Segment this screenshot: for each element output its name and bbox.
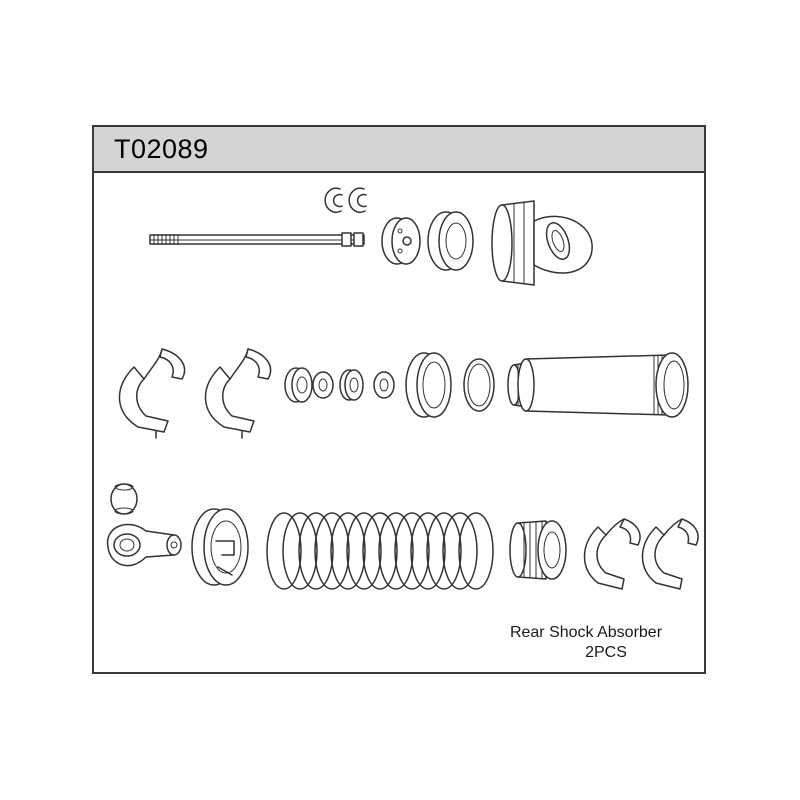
o-ring [312,371,334,399]
e-clip [348,187,367,213]
part-caption: Rear Shock Absorber 2PCS [476,623,696,663]
spring-clip [204,348,272,439]
cap-seal [427,211,474,271]
exploded-parts-diagram [106,187,699,590]
o-ring [373,371,395,399]
lower-spring-retainer [191,508,249,586]
adjuster-nut [509,520,567,580]
parts-card: T02089 [92,125,706,674]
shaft-bushing [284,367,313,403]
shock-shaft [149,232,365,247]
part-quantity: 2PCS [585,644,627,661]
piston [381,217,421,265]
part-header: T02089 [94,127,704,173]
collar-clip [641,518,699,590]
part-name: Rear Shock Absorber [509,624,663,641]
rod-end [106,523,182,567]
spacer [339,369,364,401]
coil-spring [266,512,494,590]
bottom-cap-ring [405,352,452,418]
shock-body [507,352,689,418]
large-o-ring [463,358,495,412]
pivot-ball [110,483,138,515]
collar-clip [583,518,641,590]
shock-cap [491,200,593,286]
e-clip [324,187,343,213]
part-number: T02089 [114,134,209,164]
spring-clip [118,348,186,439]
